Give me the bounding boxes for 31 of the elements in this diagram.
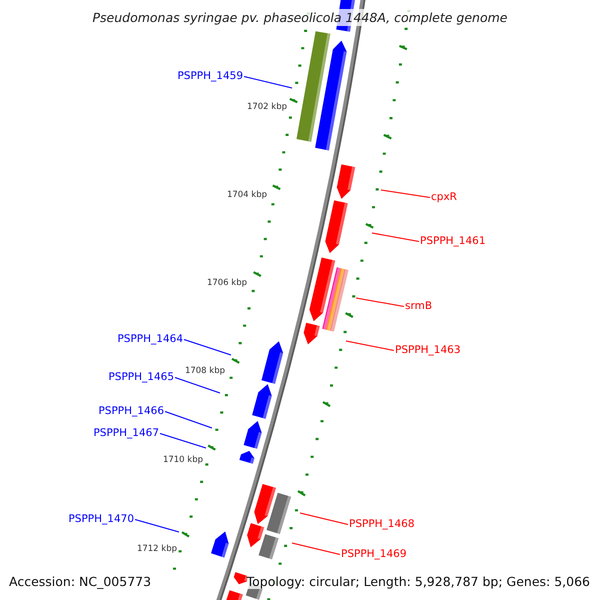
gene-label: PSPPH_1463 <box>395 344 461 357</box>
leader-line <box>372 232 420 242</box>
gene-label: srmB <box>405 300 432 313</box>
gene-label: PSPPH_1468 <box>349 518 415 531</box>
gene-label: PSPPH_1467 <box>93 427 159 440</box>
gene-label: PSPPH_1464 <box>117 333 183 346</box>
gene-label: PSPPH_1465 <box>108 371 174 384</box>
scale-label: 1702 kbp <box>246 102 287 113</box>
leader-line <box>134 519 180 532</box>
gene-label: PSPPH_1470 <box>68 513 134 526</box>
gene-label: PSPPH_1461 <box>420 235 486 248</box>
leader-line <box>356 298 404 307</box>
leader-line <box>292 542 340 555</box>
scale-label: 1708 kbp <box>184 366 225 377</box>
scale-label: 1704 kbp <box>226 190 267 201</box>
scale-label: 1712 kbp <box>136 544 177 555</box>
leader-line <box>346 340 394 351</box>
leader-line <box>184 339 232 356</box>
gene-label: PSPPH_1459 <box>177 70 243 83</box>
leader-line <box>300 512 348 525</box>
leader-line <box>164 411 212 428</box>
leader-line <box>160 433 206 448</box>
gene-label: PSPPH_1469 <box>341 548 407 561</box>
scale-label: 1710 kbp <box>162 455 203 466</box>
footer-text: Accession: NC_005773 <box>9 574 152 589</box>
leader-line <box>174 377 220 394</box>
gene-label: PSPPH_1466 <box>98 405 164 418</box>
leader-line <box>244 76 292 88</box>
leader-line <box>380 190 430 198</box>
gene-label: cpxR <box>431 191 457 204</box>
scale-label: 1706 kbp <box>206 278 247 289</box>
